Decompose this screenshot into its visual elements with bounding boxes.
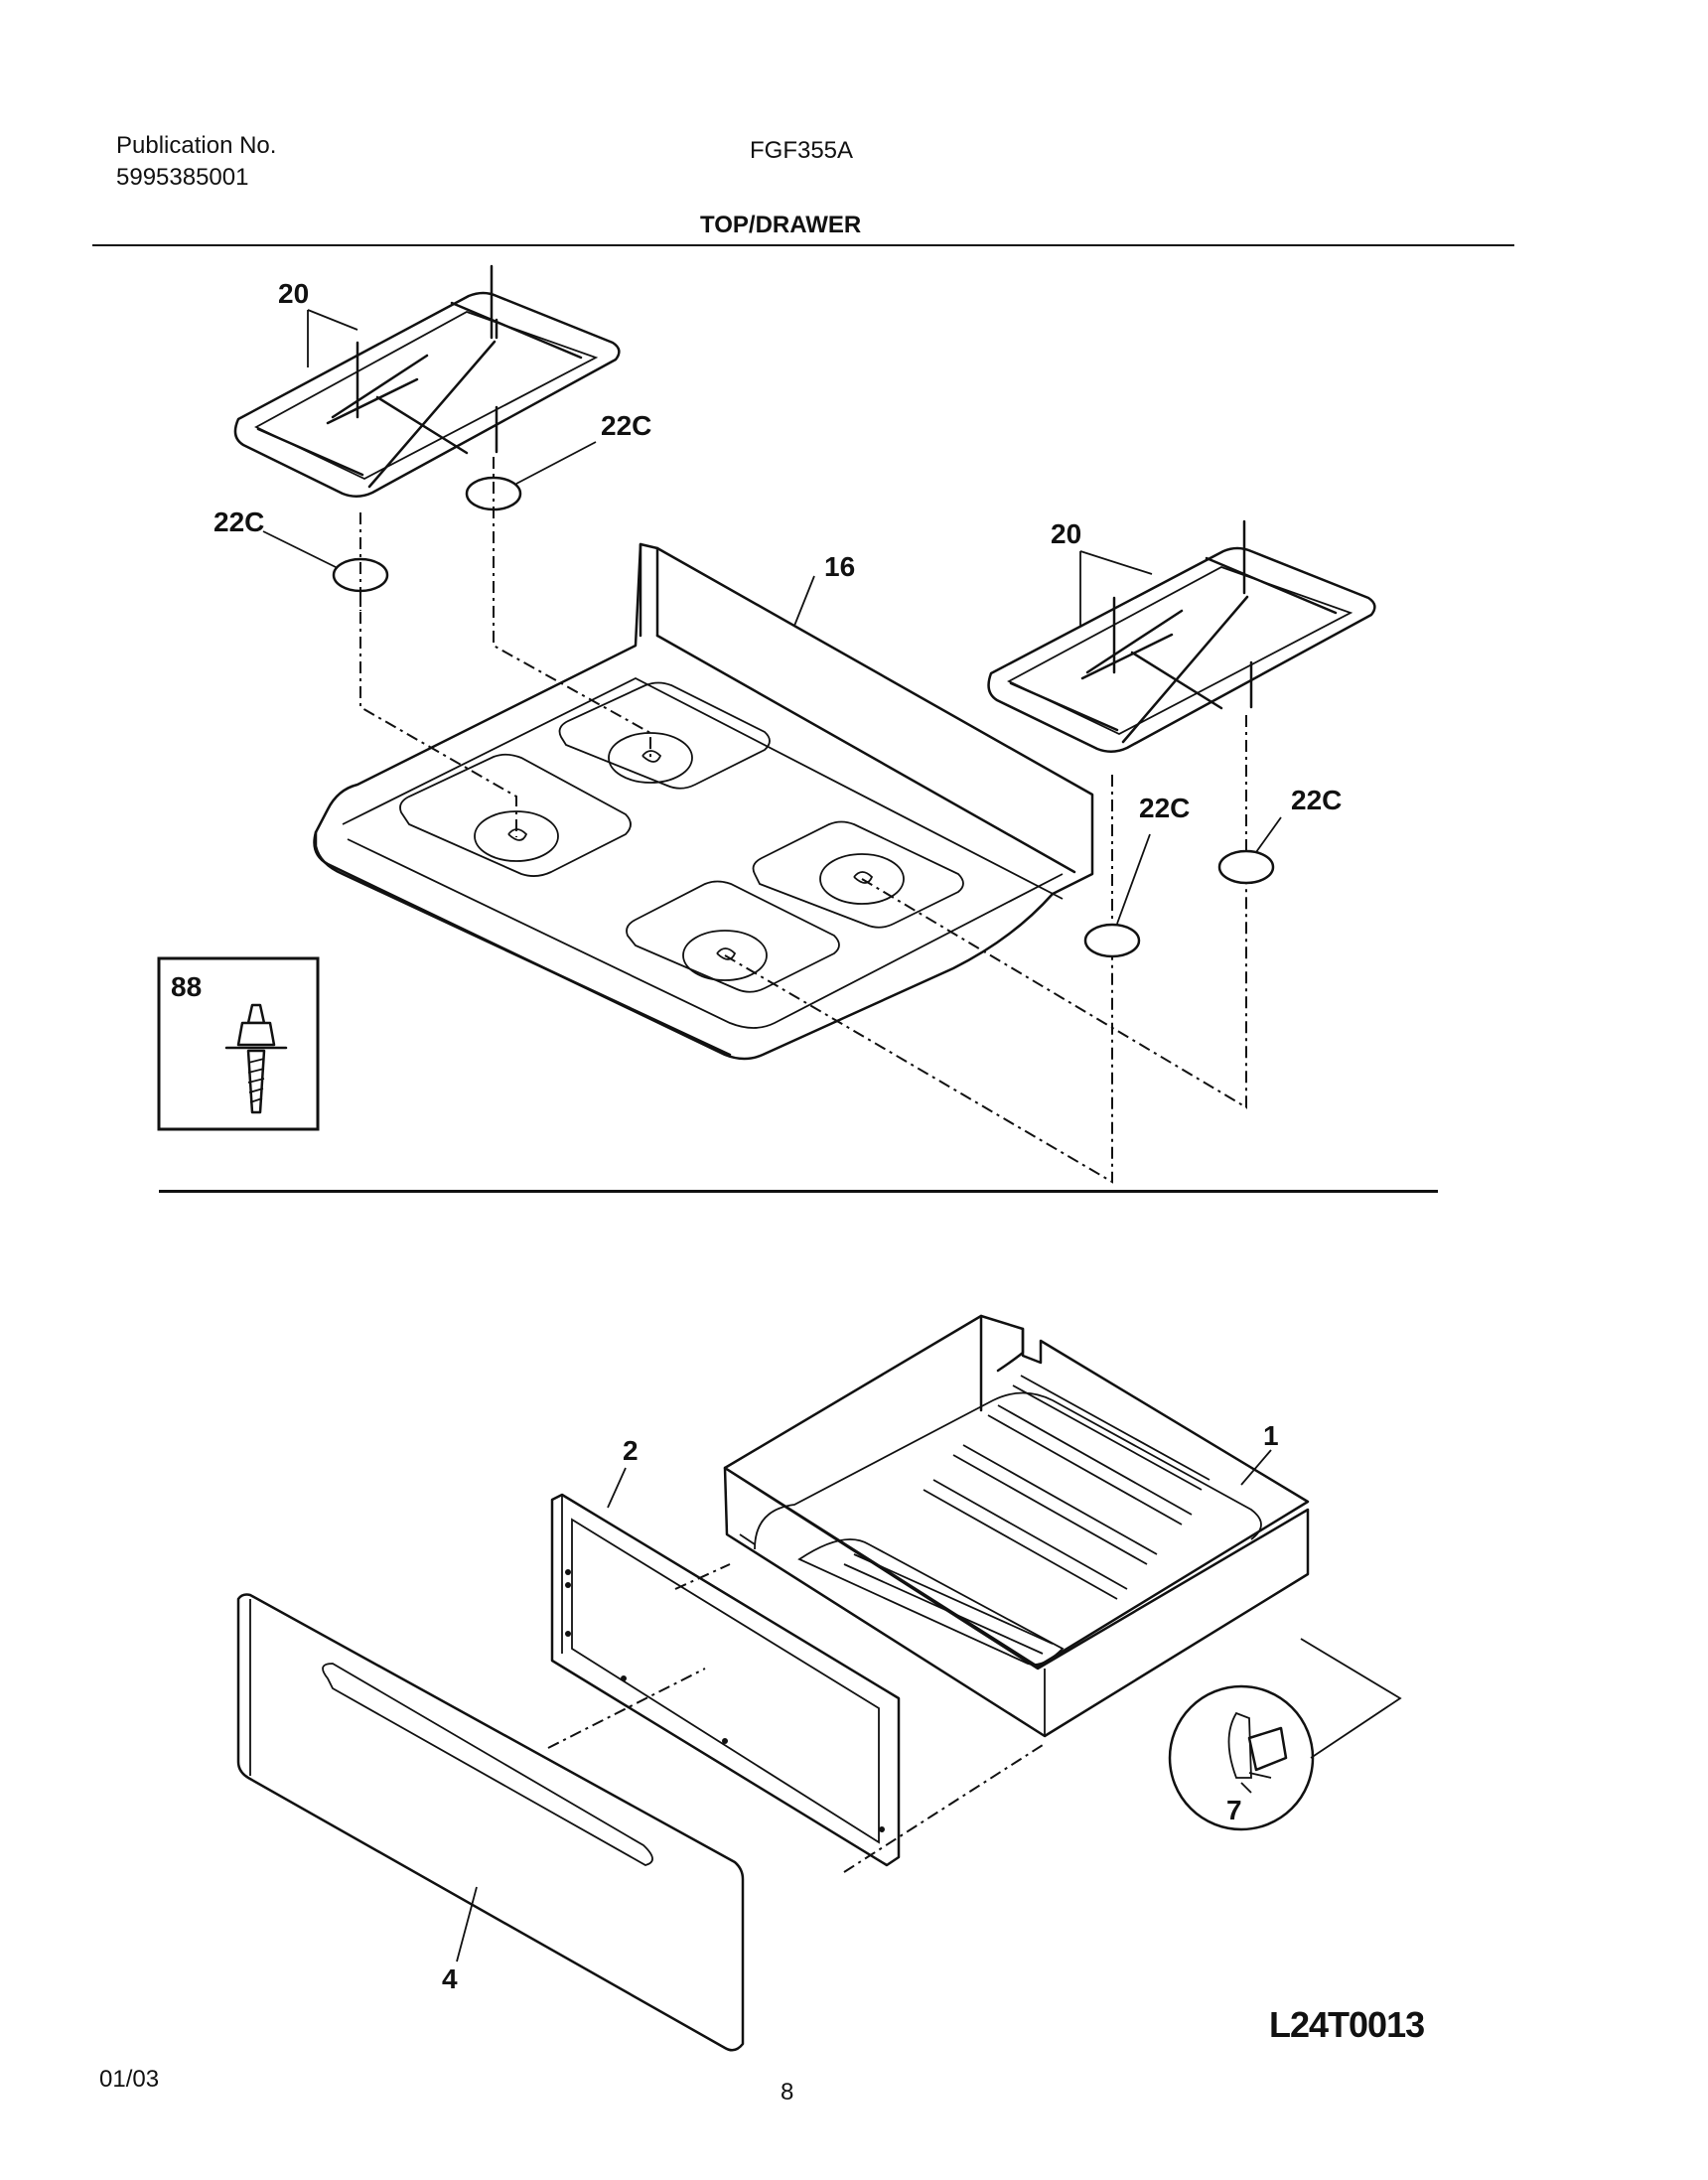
callout-16: 16 — [824, 551, 855, 582]
page-number: 8 — [781, 2079, 794, 2106]
callout-20-left: 20 — [278, 278, 309, 309]
callout-22c-right-a: 22C — [1139, 793, 1190, 823]
leader-lines-drawer — [456, 1449, 1272, 1962]
stud-detail-box — [157, 956, 320, 1131]
callout-20-right: 20 — [1051, 518, 1081, 549]
callout-7: 7 — [1226, 1795, 1242, 1825]
model-number: FGF355A — [750, 137, 854, 164]
cooktop-part-16 — [313, 542, 1094, 1061]
callout-22c-right-b: 22C — [1291, 785, 1342, 815]
publication-label: Publication No. — [116, 132, 277, 159]
publication-number: 5995385001 — [116, 164, 249, 191]
callout-22c-upper: 22C — [601, 410, 651, 441]
exploded-lines-top — [359, 457, 1247, 1184]
diagram-code: L24T0013 — [1269, 2004, 1425, 2045]
drawer-front-frame-part-2 — [550, 1493, 901, 1867]
callout-1: 1 — [1263, 1420, 1279, 1451]
callout-22c-left: 22C — [214, 507, 264, 537]
section-title: TOP/DRAWER — [700, 212, 862, 238]
grate-right-part-20 — [987, 519, 1376, 753]
exploded-lines-drawer — [547, 1563, 1044, 1873]
callout-4: 4 — [442, 1963, 458, 1994]
drawer-panel-part-4 — [236, 1593, 745, 2052]
drawer-body-part-1 — [723, 1314, 1310, 1738]
callout-88: 88 — [171, 971, 202, 1002]
leader-lines-top — [262, 309, 1282, 925]
footer-date: 01/03 — [99, 2066, 160, 2093]
grate-left-part-20 — [233, 264, 621, 498]
callout-2: 2 — [623, 1435, 639, 1466]
section-divider — [159, 1190, 1438, 1193]
drawer-slide-detail-part-7 — [1168, 1609, 1400, 1831]
header-rule — [92, 244, 1514, 246]
